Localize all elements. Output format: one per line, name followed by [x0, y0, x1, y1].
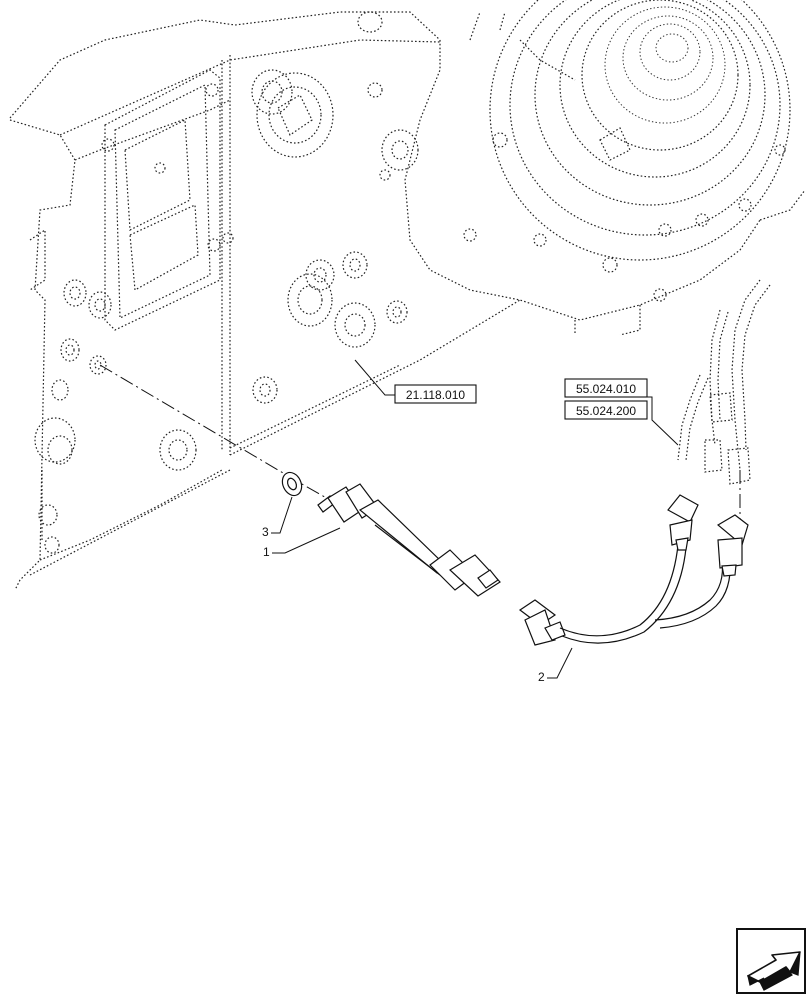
leader-ref-harness: [647, 396, 679, 446]
leader-ref-transmission: [354, 359, 395, 396]
ref-transmission[interactable]: 21.118.010: [394, 384, 477, 404]
sensor-part-1: [317, 483, 501, 597]
callout-3-number: 3: [262, 525, 269, 539]
washer-part-3: [281, 471, 303, 497]
ref-harness-b-label: 55.024.200: [576, 404, 636, 418]
next-page-arrow-icon[interactable]: [736, 928, 806, 994]
transmission-housing: [9, 0, 806, 591]
ref-harness-a[interactable]: 55.024.010: [564, 378, 648, 398]
ref-harness-a-label: 55.024.010: [576, 382, 636, 396]
callout-1: 1: [263, 527, 341, 559]
harness-part-2: [518, 494, 749, 646]
upper-cable-dotted: [677, 279, 771, 485]
callout-2: 2: [538, 647, 573, 684]
callout-2-number: 2: [538, 670, 545, 684]
ref-harness-b[interactable]: 55.024.200: [564, 400, 648, 420]
callout-1-number: 1: [263, 545, 270, 559]
callout-3: 3: [262, 496, 293, 539]
ref-transmission-label: 21.118.010: [406, 388, 465, 402]
